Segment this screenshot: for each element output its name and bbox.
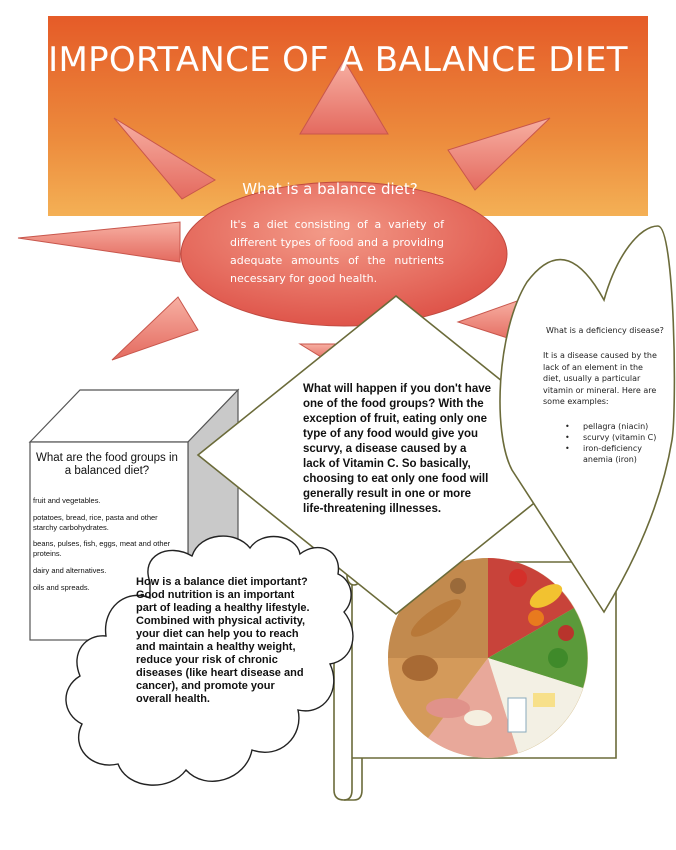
food-group-item: oils and spreads. xyxy=(33,583,90,592)
deficiency-example: scurvy (vitamin C) xyxy=(565,432,665,443)
deficiency-example: iron-deficiency anemia (iron) xyxy=(565,443,665,465)
food-plate xyxy=(388,558,588,758)
importance-cloud xyxy=(65,535,354,786)
food-group-item: potatoes, bread, rice, pasta and other s… xyxy=(33,513,158,532)
page-title: IMPORTANCE OF A BALANCE DIET xyxy=(48,40,628,80)
deficiency-heading: What is a deficiency disease? xyxy=(546,326,664,335)
importance-text: How is a balance diet important? Good nu… xyxy=(136,576,310,705)
food-groups-heading: What are the food groups in a balanced d… xyxy=(36,452,178,477)
balance-diet-body: It's a diet consisting of a variety of d… xyxy=(230,218,444,285)
deficiency-example: pellagra (niacin) xyxy=(565,421,665,432)
deficiency-heart xyxy=(499,225,676,614)
deficiency-body: It is a disease caused by the lack of an… xyxy=(543,351,657,406)
missing-food-group-text: What will happen if you don't have one o… xyxy=(303,383,492,515)
deficiency-examples: pellagra (niacin) scurvy (vitamin C) iro… xyxy=(565,421,665,465)
balance-diet-heading: What is a balance diet? xyxy=(242,180,418,198)
balance-diet-oval xyxy=(180,181,508,327)
food-group-item: beans, pulses, fish, eggs, meat and othe… xyxy=(33,539,171,558)
food-group-item: dairy and alternatives. xyxy=(33,566,107,575)
food-group-item: fruit and vegetables. xyxy=(33,496,101,505)
